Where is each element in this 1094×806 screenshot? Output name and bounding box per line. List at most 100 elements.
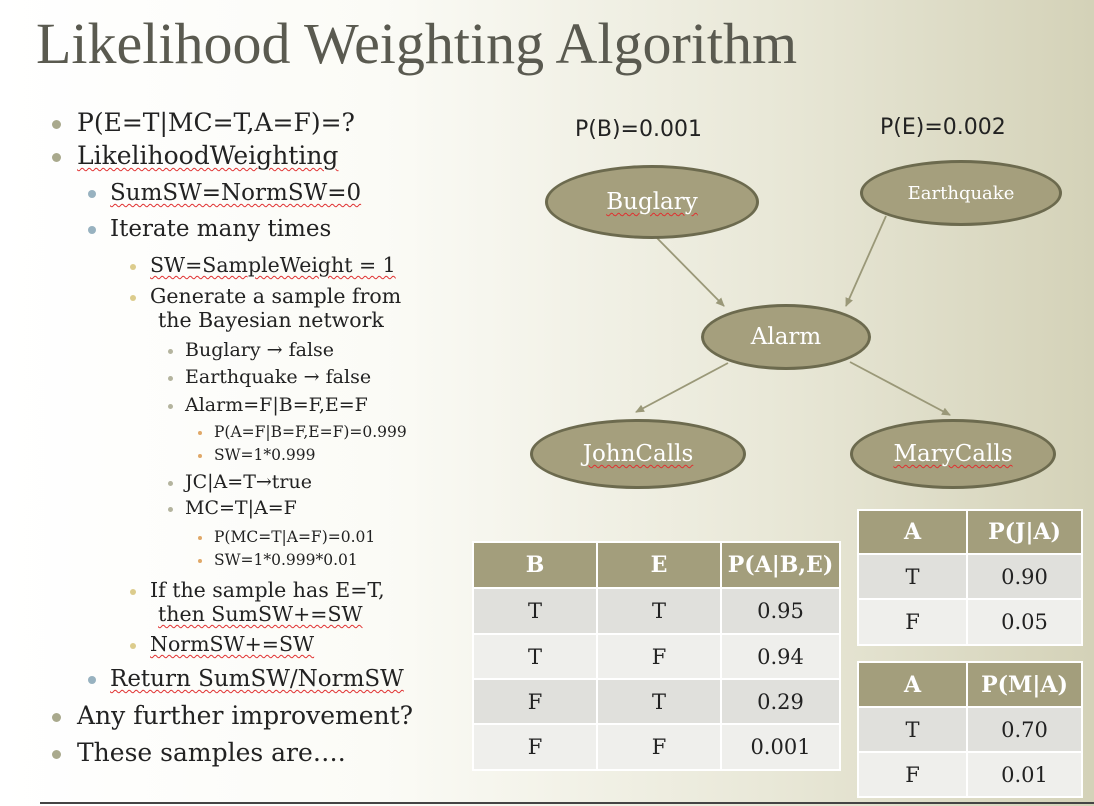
bullet-dot — [168, 506, 173, 512]
bullet-text: SumSW=NormSW=0 — [110, 180, 362, 206]
bullet-text: P(MC=T|A=F)=0.01 — [214, 528, 376, 546]
header-a: A — [857, 509, 968, 555]
table-cell: 0.29 — [720, 678, 841, 725]
table-cell: F — [857, 598, 968, 646]
bullet-text: P(E=T|MC=T,A=F)=? — [77, 108, 355, 137]
edge-alarm-marycalls — [849, 361, 951, 416]
header-a: A — [857, 661, 968, 708]
bullet-text: LikelihoodWeighting — [77, 141, 339, 170]
bullet-text: These samples are…. — [77, 738, 346, 767]
node-johncalls: JohnCalls — [530, 419, 746, 489]
node-alarm: Alarm — [701, 304, 871, 370]
bullet-text: P(A=F|B=F,E=F)=0.999 — [214, 423, 407, 441]
bullet-generate: Generate a sample from — [130, 284, 401, 308]
bullet-dot — [168, 348, 173, 354]
bullet-dot — [198, 559, 202, 563]
table-header-row: A P(M|A) — [857, 661, 1083, 708]
bullet-text: then SumSW+=SW — [158, 602, 363, 626]
table-cell: F — [472, 678, 598, 725]
cpt-john-table: A P(J|A) T 0.90 F 0.05 — [857, 509, 1083, 646]
bullet-text: Any further improvement? — [77, 701, 414, 730]
bullet-dot — [198, 454, 202, 458]
bullet-alarm: Alarm=F|B=F,E=F — [168, 394, 368, 416]
table-header-row: A P(J|A) — [857, 509, 1083, 555]
bullet-text: SW=SampleWeight = 1 — [150, 253, 396, 277]
header-p-a: P(A|B,E) — [720, 541, 841, 589]
header-e: E — [596, 541, 722, 589]
bullet-iterate: Iterate many times — [88, 216, 331, 242]
bullet-if-cont: then SumSW+=SW — [158, 602, 363, 626]
bullet-dot — [130, 294, 136, 301]
bullet-text: MC=T|A=F — [185, 497, 297, 519]
bullet-query: P(E=T|MC=T,A=F)=? — [52, 108, 355, 137]
bullet-mc: MC=T|A=F — [168, 497, 297, 519]
bullet-buglary: Buglary → false — [168, 339, 334, 361]
table-cell: T — [857, 706, 968, 753]
table-cell: 0.95 — [720, 587, 841, 635]
bullet-dot — [88, 226, 96, 234]
edge-alarm-johncalls — [635, 362, 729, 413]
bullet-dot — [130, 588, 136, 595]
bullet-if: If the sample has E=T, — [130, 578, 385, 602]
bullet-generate-cont: the Bayesian network — [158, 308, 384, 332]
node-marycalls: MaryCalls — [850, 419, 1056, 489]
node-earthquake: Earthquake — [860, 160, 1062, 226]
node-label: Buglary — [606, 189, 698, 215]
bullet-dot — [168, 375, 173, 381]
bullet-earthquake: Earthquake → false — [168, 366, 371, 388]
bullet-sw1: SW=1*0.999 — [198, 446, 316, 464]
table-cell: T — [596, 587, 722, 635]
table-cell: 0.94 — [720, 633, 841, 680]
node-buglary: Buglary — [545, 165, 759, 239]
bullet-improvement: Any further improvement? — [52, 701, 413, 730]
table-row: T T 0.95 — [472, 587, 841, 635]
bullet-sw2: SW=1*0.999*0.01 — [198, 551, 358, 569]
table-cell: F — [857, 751, 968, 798]
header-b: B — [472, 541, 598, 589]
bullet-mc-prob: P(MC=T|A=F)=0.01 — [198, 528, 375, 546]
bullet-text: SW=1*0.999 — [214, 446, 316, 464]
bullet-return: Return SumSW/NormSW — [88, 666, 404, 692]
cpt-alarm-table: B E P(A|B,E) T T 0.95 T F 0.94 F T 0.29 … — [472, 541, 841, 771]
cpt-mary-table: A P(M|A) T 0.70 F 0.01 — [857, 661, 1083, 798]
bullet-text: the Bayesian network — [158, 308, 384, 332]
bullet-jc: JC|A=T→true — [168, 471, 312, 493]
bullet-dot — [52, 153, 61, 162]
node-label: MaryCalls — [893, 441, 1013, 467]
table-cell: 0.01 — [966, 751, 1083, 798]
table-cell: F — [596, 723, 722, 771]
bullet-dot — [52, 120, 61, 129]
table-row: F F 0.001 — [472, 723, 841, 771]
table-header-row: B E P(A|B,E) — [472, 541, 841, 589]
bullet-dot — [88, 190, 96, 198]
edge-buglary-alarm — [654, 235, 725, 307]
bullet-dot — [52, 750, 61, 759]
bullet-dot — [168, 480, 173, 486]
table-row: F T 0.29 — [472, 678, 841, 725]
header-p-m: P(M|A) — [966, 661, 1083, 708]
prob-earthquake: P(E)=0.002 — [880, 115, 1006, 140]
table-cell: 0.001 — [720, 723, 841, 771]
node-label: JohnCalls — [582, 441, 694, 467]
table-cell: 0.90 — [966, 553, 1083, 600]
table-cell: T — [472, 587, 598, 635]
bullet-normsw: NormSW+=SW — [130, 632, 314, 656]
node-label: Earthquake — [907, 182, 1015, 204]
bullet-dot — [198, 536, 202, 540]
bullet-text: Iterate many times — [110, 216, 332, 242]
bullet-text: NormSW+=SW — [150, 632, 315, 656]
header-p-j: P(J|A) — [966, 509, 1083, 555]
table-cell: T — [472, 633, 598, 680]
table-cell: F — [472, 723, 598, 771]
table-cell: T — [857, 553, 968, 600]
bullet-text: Return SumSW/NormSW — [110, 666, 404, 692]
bullet-sample-weight: SW=SampleWeight = 1 — [130, 253, 396, 277]
table-row: F 0.05 — [857, 598, 1083, 646]
table-row: F 0.01 — [857, 751, 1083, 798]
bullet-text: Buglary → false — [185, 339, 335, 361]
prob-buglary: P(B)=0.001 — [575, 117, 702, 142]
bullet-init: SumSW=NormSW=0 — [88, 180, 361, 206]
bullet-likelihood-weighting: LikelihoodWeighting — [52, 141, 338, 170]
bullet-text: Alarm=F|B=F,E=F — [185, 394, 368, 416]
